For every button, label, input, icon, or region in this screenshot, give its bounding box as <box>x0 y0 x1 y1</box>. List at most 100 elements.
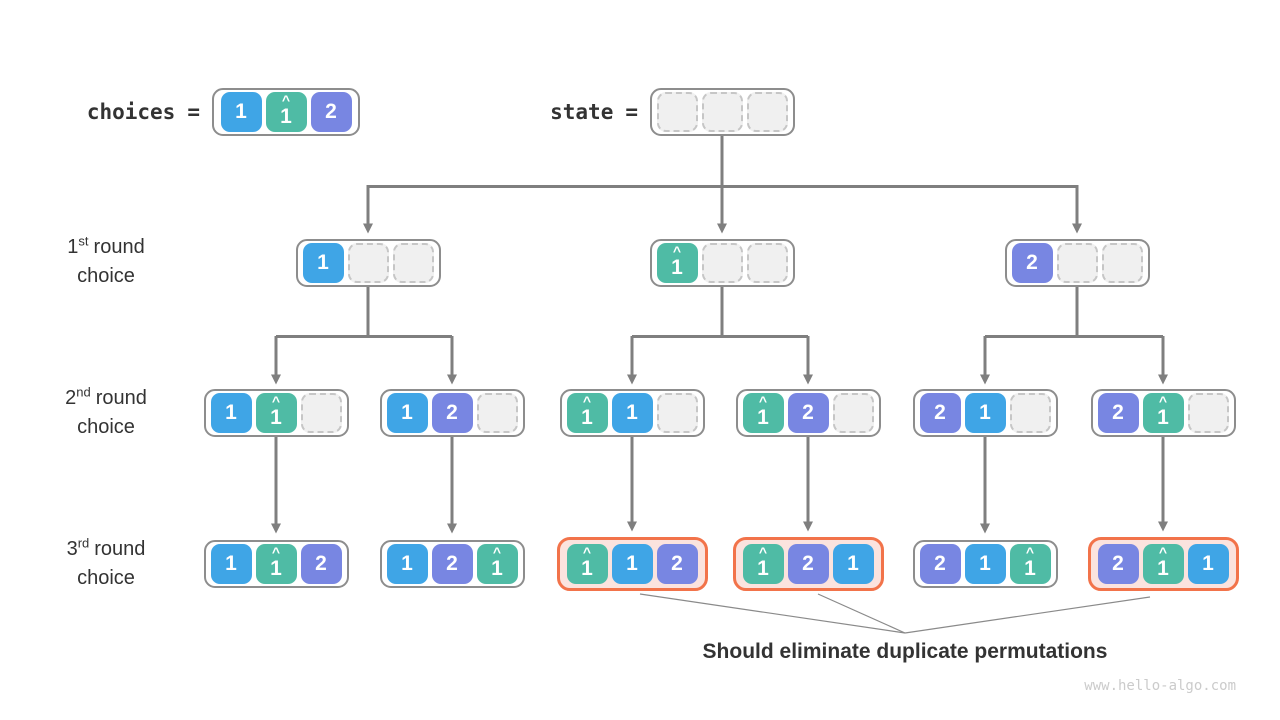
cell-empty <box>701 243 743 283</box>
cell-1: 1 <box>210 544 252 584</box>
cell-2: 2 <box>787 544 829 584</box>
cell-2: 2 <box>1097 393 1139 433</box>
duplicate-permutations-caption: Should eliminate duplicate permutations <box>702 640 1108 663</box>
cell-digit: 2 <box>1112 401 1124 424</box>
choices-equals: = <box>187 100 200 124</box>
cell-digit: 2 <box>446 401 458 424</box>
state-node-round1-2: ^1 <box>649 239 795 287</box>
cell-empty <box>1101 243 1143 283</box>
cell-1-hat: ^1 <box>476 544 518 584</box>
cell-1: 1 <box>220 92 262 132</box>
hat-mark-icon: ^ <box>492 544 502 560</box>
cell-digit: 2 <box>446 552 458 575</box>
choices-label: choices <box>86 100 176 124</box>
cell-1: 1 <box>1187 544 1229 584</box>
cell-empty <box>832 393 874 433</box>
state-node-round2-3: ^1 1 <box>559 389 705 437</box>
cell-1: 1 <box>611 544 653 584</box>
cell-digit: 2 <box>1112 552 1124 575</box>
watermark: www.hello-algo.com <box>1084 678 1236 694</box>
cell-digit: 1 <box>401 552 413 575</box>
cell-empty <box>300 393 342 433</box>
cell-empty <box>656 393 698 433</box>
cell-digit: 2 <box>934 552 946 575</box>
cell-2: 2 <box>1011 243 1053 283</box>
hat-mark-icon: ^ <box>271 393 281 409</box>
cell-digit: 2 <box>802 401 814 424</box>
cell-empty <box>657 92 698 132</box>
cell-empty <box>1056 243 1098 283</box>
callout-line-2 <box>817 593 906 634</box>
cell-digit: 1 <box>979 401 991 424</box>
cell-digit: 1 <box>280 105 292 128</box>
cell-1-hat: ^1 <box>656 243 698 283</box>
row-label-line2: choice <box>77 567 135 589</box>
cell-digit: 2 <box>671 552 683 575</box>
state-label-group: state = <box>458 88 638 136</box>
cell-digit: 1 <box>1202 552 1214 575</box>
cell-empty <box>347 243 389 283</box>
cell-digit: 2 <box>315 552 327 575</box>
cell-digit: 1 <box>979 552 991 575</box>
cell-1: 1 <box>611 393 653 433</box>
cell-1: 1 <box>386 544 428 584</box>
cell-digit: 1 <box>757 406 769 429</box>
state-node-round3-5: 2 1 ^1 <box>912 540 1058 588</box>
state-equals: = <box>625 100 638 124</box>
cell-digit: 1 <box>671 256 683 279</box>
cell-2: 2 <box>1097 544 1139 584</box>
cell-2: 2 <box>919 544 961 584</box>
cell-empty <box>1187 393 1229 433</box>
hat-mark-icon: ^ <box>672 243 682 259</box>
cell-1-hat: ^1 <box>742 393 784 433</box>
row-label-line2: choice <box>77 265 135 287</box>
cell-1: 1 <box>302 243 344 283</box>
cell-digit: 2 <box>934 401 946 424</box>
cell-2: 2 <box>656 544 698 584</box>
cell-digit: 1 <box>581 557 593 580</box>
state-node-round2-6: 2^1 <box>1090 389 1236 437</box>
cell-digit: 1 <box>401 401 413 424</box>
cell-empty <box>1009 393 1051 433</box>
hat-mark-icon: ^ <box>1025 544 1035 560</box>
cell-2: 2 <box>431 393 473 433</box>
cell-1-hat: ^1 <box>566 544 608 584</box>
cell-digit: 1 <box>491 557 503 580</box>
hat-mark-icon: ^ <box>758 544 768 560</box>
cell-digit: 1 <box>626 401 638 424</box>
cell-empty <box>702 92 743 132</box>
cell-1: 1 <box>210 393 252 433</box>
cell-1: 1 <box>832 544 874 584</box>
cell-empty <box>392 243 434 283</box>
cell-1: 1 <box>964 393 1006 433</box>
cell-digit: 1 <box>626 552 638 575</box>
cell-digit: 2 <box>802 552 814 575</box>
cell-1: 1 <box>964 544 1006 584</box>
callout-line-1 <box>639 593 906 634</box>
cell-digit: 1 <box>757 557 769 580</box>
cell-digit: 1 <box>317 251 329 274</box>
cell-digit: 1 <box>225 401 237 424</box>
hat-mark-icon: ^ <box>281 92 291 108</box>
cell-1-hat: ^1 <box>742 544 784 584</box>
cell-2: 2 <box>300 544 342 584</box>
hat-mark-icon: ^ <box>582 393 592 409</box>
callout-line-3 <box>904 596 1151 634</box>
state-node-round2-1: 1^1 <box>203 389 349 437</box>
cell-1-hat: ^1 <box>1009 544 1051 584</box>
cell-digit: 1 <box>235 100 247 123</box>
cell-digit: 1 <box>847 552 859 575</box>
cell-digit: 1 <box>225 552 237 575</box>
cell-1-hat: ^1 <box>265 92 307 132</box>
cell-1-hat: ^1 <box>566 393 608 433</box>
